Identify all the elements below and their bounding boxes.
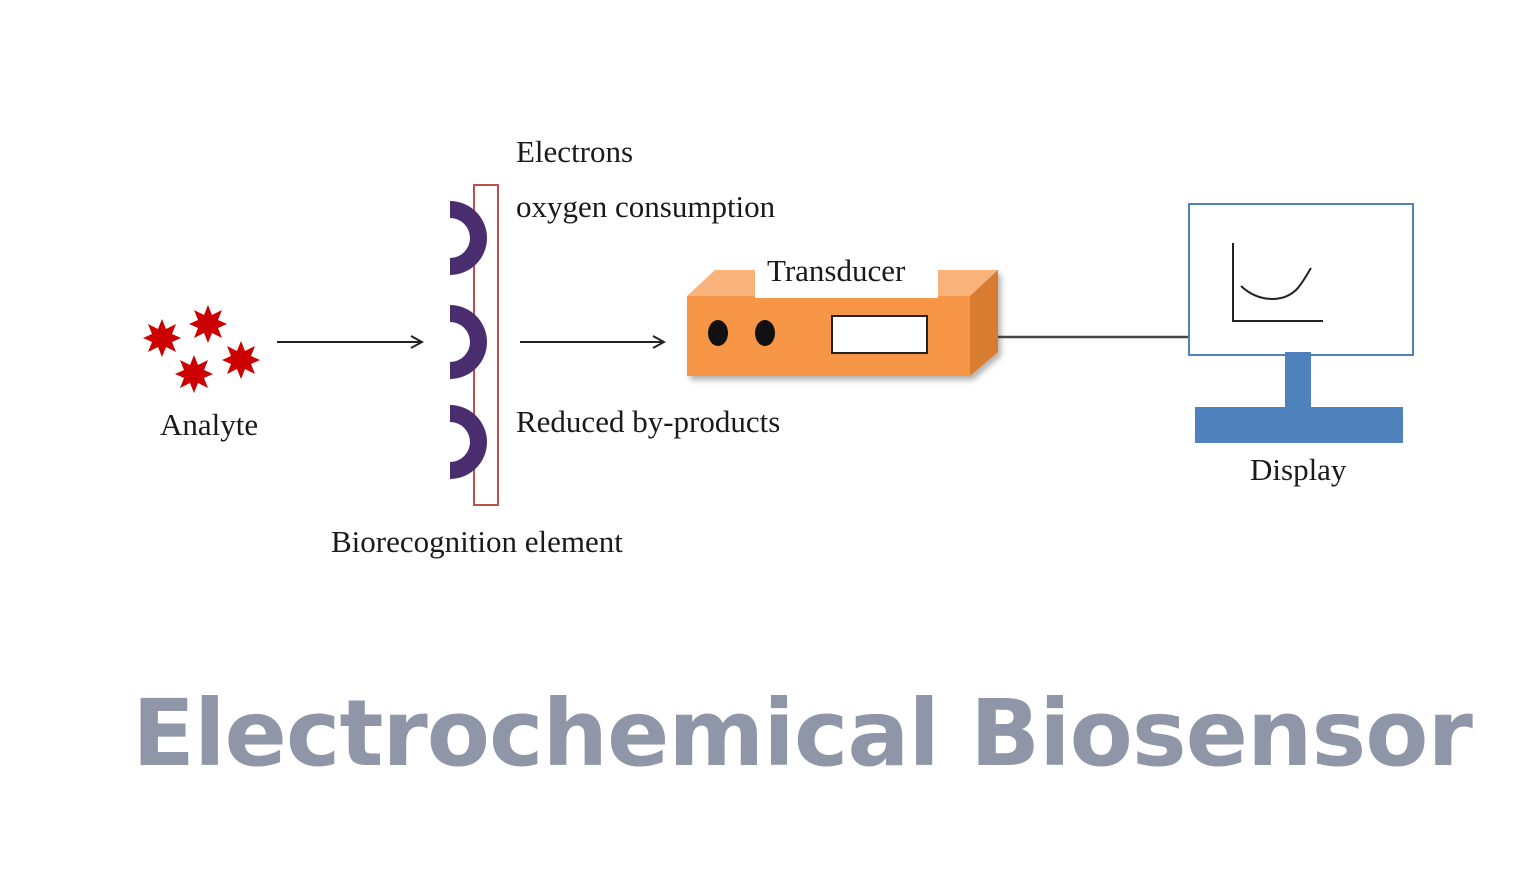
analyte-label: Analyte <box>160 407 259 442</box>
analyte-stars <box>143 305 260 393</box>
reduced-byproducts-label: Reduced by-products <box>516 404 781 439</box>
transducer-label-tab <box>755 252 938 298</box>
star-analyte-icon <box>143 319 181 357</box>
curve-graph-icon <box>1232 243 1323 322</box>
receptor-group <box>450 201 487 479</box>
star-analyte-icon <box>175 355 213 393</box>
page-title: Electrochemical Biosensor <box>132 680 1473 787</box>
electrons-label: Electrons <box>516 134 634 169</box>
transducer-knob <box>755 320 775 346</box>
transducer-label: Transducer <box>767 253 906 288</box>
star-analyte-icon <box>189 305 227 343</box>
star-analyte-icon <box>222 341 260 379</box>
oxygen-consumption-label: oxygen consumption <box>516 189 776 224</box>
monitor-icon <box>1188 203 1414 443</box>
receptor-cup-icon <box>450 405 487 479</box>
transducer-screen <box>831 315 928 354</box>
receptor-cup-icon <box>450 305 487 379</box>
display-label: Display <box>1250 452 1347 487</box>
biorecognition-element-label: Biorecognition element <box>331 524 623 559</box>
receptor-cup-icon <box>450 201 487 275</box>
transducer-knob <box>708 320 728 346</box>
